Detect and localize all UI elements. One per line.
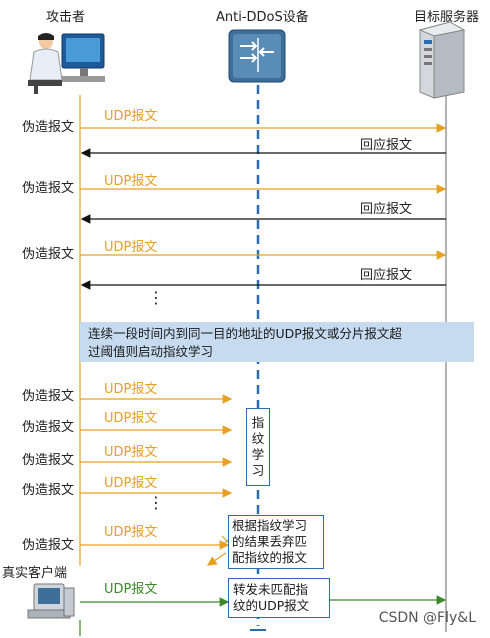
discard-line-3: 配指纹的报文 — [232, 550, 308, 565]
udp-label-7: UDP报文 — [104, 476, 158, 491]
forged-label-4: 伪造报文 — [22, 389, 75, 404]
server-icon — [418, 21, 466, 99]
learn-char-1: 指 — [251, 415, 265, 430]
reply-label-1: 回应报文 — [360, 138, 413, 153]
udp-label-4: UDP报文 — [104, 382, 158, 397]
udp-label-2: UDP报文 — [104, 174, 158, 189]
learning-trigger-banner: 连续一段时间内到同一目的地址的UDP报文或分片报文超 过阈值则启动指纹学习 — [80, 322, 474, 362]
ellipsis-2: ⋮ — [148, 493, 164, 512]
ellipsis-1: ⋮ — [148, 288, 164, 307]
udp-label-5: UDP报文 — [104, 411, 158, 426]
attacker-title: 攻击者 — [46, 10, 86, 25]
device-title: Anti-DDoS设备 — [216, 10, 309, 25]
learn-char-4: 习 — [251, 463, 265, 478]
anti-ddos-device-icon — [228, 29, 286, 83]
learn-char-3: 学 — [251, 447, 265, 462]
udp-label-3: UDP报文 — [104, 240, 158, 255]
forged-label-2: 伪造报文 — [22, 181, 75, 196]
attacker-icon — [28, 33, 105, 94]
server-title: 目标服务器 — [414, 10, 480, 25]
watermark: CSDN @Fly&L — [378, 610, 476, 626]
udp-label-6: UDP报文 — [104, 445, 158, 460]
client-title: 真实客户端 — [2, 566, 68, 581]
forged-label-1: 伪造报文 — [22, 120, 75, 135]
client-icon — [27, 583, 75, 619]
discard-line-1: 根据指纹学习 — [232, 518, 308, 533]
discard-line-2: 的结果丢弃匹 — [232, 534, 308, 549]
discard-box: 根据指纹学习 的结果丢弃匹 配指纹的报文 — [228, 515, 324, 569]
forged-label-8: 伪造报文 — [22, 538, 75, 553]
drop-arrow — [207, 552, 227, 566]
banner-line-1: 连续一段时间内到同一目的地址的UDP报文或分片报文超 — [88, 326, 402, 341]
client-udp-label: UDP报文 — [104, 582, 158, 597]
forward-line-1: 转发未匹配指 — [233, 582, 309, 597]
udp-label-1: UDP报文 — [104, 109, 158, 124]
forged-label-5: 伪造报文 — [22, 420, 75, 435]
udp-label-8: UDP报文 — [104, 525, 158, 540]
forward-line-2: 纹的UDP报文 — [233, 598, 310, 613]
reply-label-2: 回应报文 — [360, 202, 413, 217]
forged-label-7: 伪造报文 — [22, 483, 75, 498]
reply-label-3: 回应报文 — [360, 268, 413, 283]
forged-label-6: 伪造报文 — [22, 453, 75, 468]
forward-box: 转发未匹配指 纹的UDP报文 — [228, 578, 330, 618]
learn-char-2: 纹 — [251, 431, 265, 446]
fingerprint-learning-box: 指 纹 学 习 — [246, 408, 270, 486]
forged-label-3: 伪造报文 — [22, 247, 75, 262]
banner-line-2: 过阈值则启动指纹学习 — [88, 344, 214, 359]
